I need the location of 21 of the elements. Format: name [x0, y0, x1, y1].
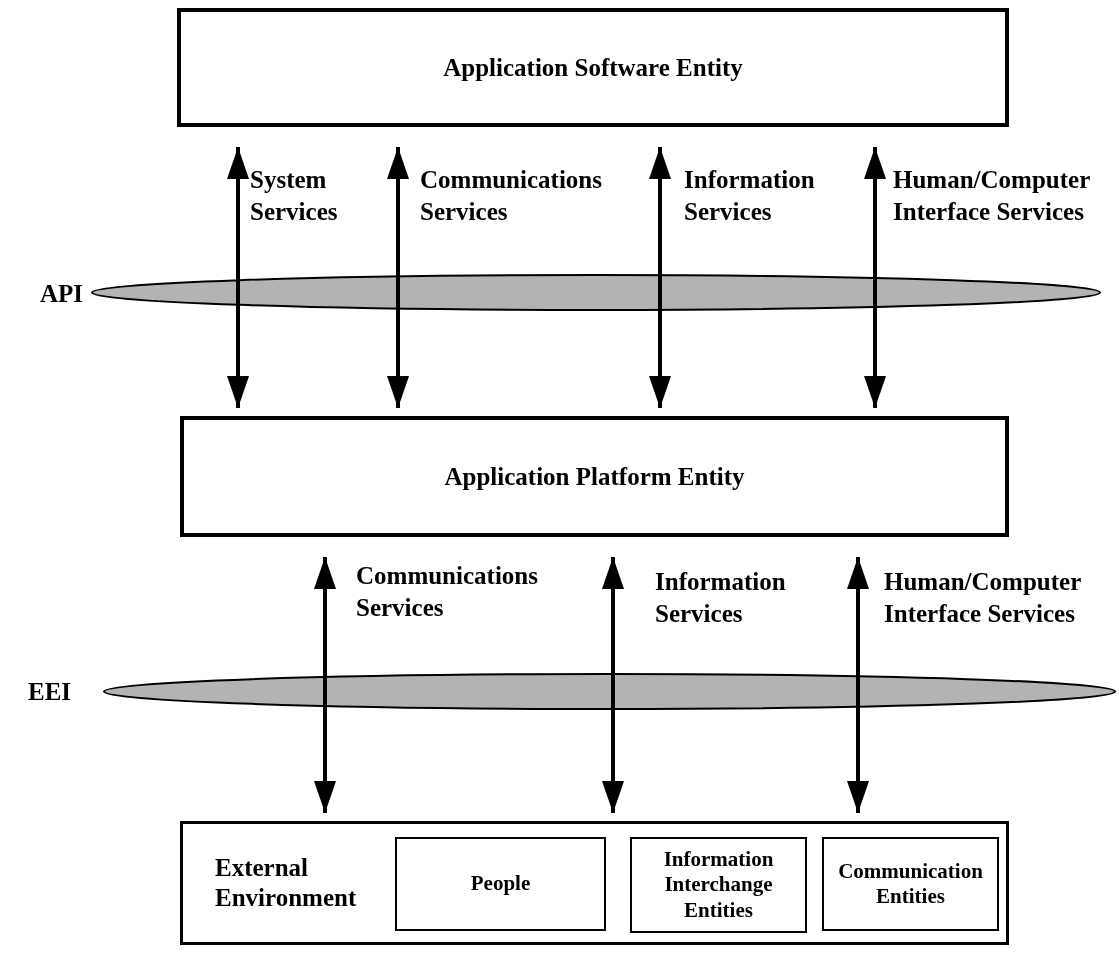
node-title: Application Platform Entity [444, 461, 745, 492]
double-arrow [227, 147, 249, 408]
interface-label: EEI [28, 679, 72, 704]
node-title: Information Interchange Entities [662, 847, 775, 923]
component-box [395, 837, 606, 931]
entity-box [180, 416, 1009, 537]
interface-label: API [40, 281, 84, 306]
double-arrow [864, 147, 886, 408]
node-title: People [470, 871, 531, 897]
double-arrow [649, 147, 671, 408]
double-arrow [314, 557, 336, 813]
node-title: Application Software Entity [443, 52, 743, 83]
double-arrow [387, 147, 409, 408]
component-box [630, 837, 807, 933]
double-arrow [847, 557, 869, 813]
entity-box [180, 821, 1009, 945]
node-title: Communication Entities [837, 858, 984, 910]
group-title: External Environment [215, 853, 358, 913]
entity-box [177, 8, 1009, 127]
component-box [822, 837, 999, 931]
double-arrow [602, 557, 624, 813]
